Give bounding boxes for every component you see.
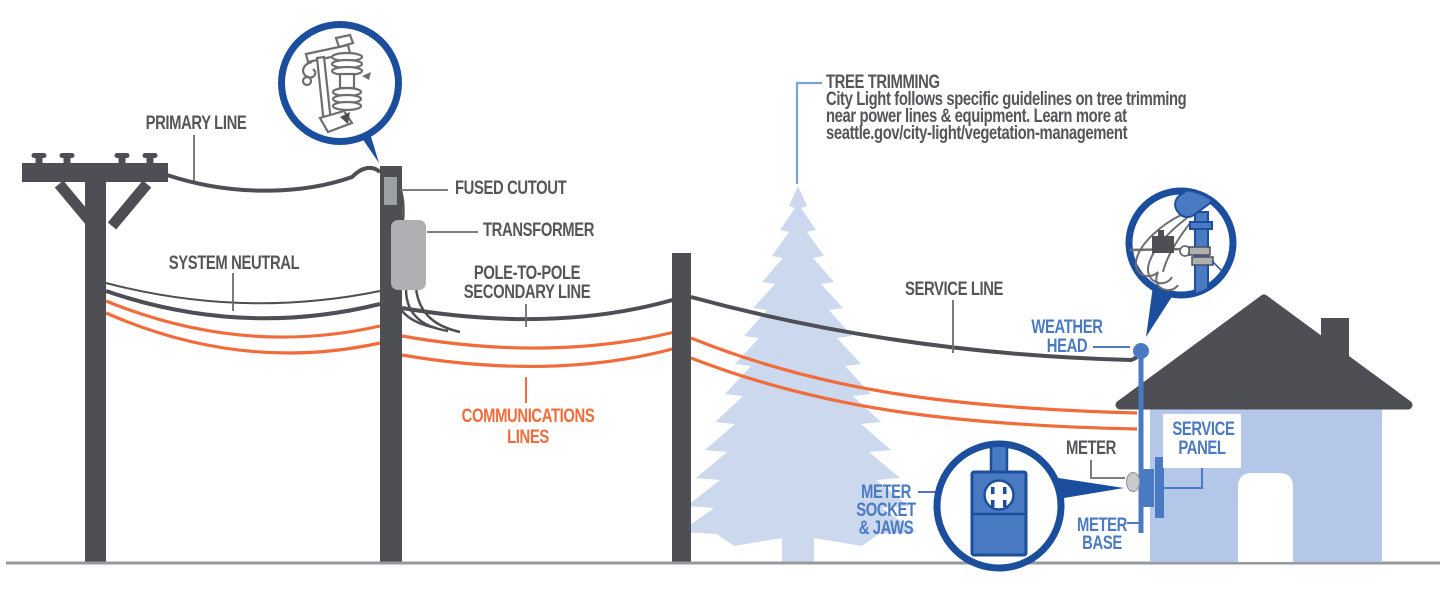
system-neutral-line (105, 282, 381, 305)
communications-lines (105, 299, 1138, 431)
leader-service-panel (1162, 468, 1203, 489)
meter-socket-inset (933, 440, 1124, 572)
meter-socket-jaws-label: METER SOCKET & JAWS (856, 481, 916, 539)
communications-lines-label: COMMUNICATIONS LINES (461, 405, 595, 448)
service-panel-label: SERVICE PANEL (1172, 418, 1235, 459)
fused-cutout-detail-icon (301, 33, 371, 134)
service-panel-label-box: SERVICE PANEL (1163, 414, 1241, 468)
roof-icon (1115, 294, 1413, 410)
secondary-line-span2 (401, 297, 677, 322)
utility-pole-crossarm (22, 153, 168, 563)
meter-base-icon (1140, 469, 1154, 507)
transformer-label: TRANSFORMER (483, 219, 595, 241)
meter-label: METER (1066, 437, 1116, 459)
service-line-label: SERVICE LINE (904, 278, 1004, 300)
insulator-icons (31, 153, 158, 164)
weather-head-inset (1125, 187, 1237, 337)
meter-icon (1125, 471, 1141, 493)
system-neutral-label: SYSTEM NEUTRAL (168, 252, 300, 274)
transformer-icon (391, 220, 426, 290)
service-line (690, 295, 1142, 363)
inset-pointer (1052, 477, 1124, 500)
service-panel-icon (1155, 457, 1164, 518)
meter-base-label: METER BASE (1077, 514, 1127, 554)
fused-cutout-icon (384, 177, 397, 205)
door-icon (1238, 473, 1293, 562)
cutout-to-transformer-wire (378, 169, 405, 222)
weather-head-label: WEATHER HEAD (1031, 316, 1103, 357)
utility-pole-2 (378, 166, 461, 563)
tree-trimming-note: TREE TRIMMING City Light follows specifi… (826, 71, 1187, 144)
tree-trimming-title: TREE TRIMMING (826, 71, 940, 93)
primary-line-label: PRIMARY LINE (145, 112, 247, 134)
utility-pole-3 (672, 253, 691, 563)
leader-lines (193, 81, 1203, 524)
leader-tree-trimming (795, 81, 822, 184)
secondary-line-span1 (105, 289, 381, 321)
weather-head-icon (1133, 343, 1149, 359)
pole-to-pole-secondary-line-label: POLE-TO-POLE SECONDARY LINE (463, 262, 591, 303)
power-lines (105, 165, 1142, 431)
transformer-drop-wires (394, 287, 461, 334)
primary-line (166, 165, 382, 193)
fused-cutout-inset (278, 21, 402, 163)
fused-cutout-label: FUSED CUTOUT (455, 177, 567, 199)
inset-pointer (1146, 286, 1173, 337)
meter-socket-detail-icon (970, 447, 1028, 557)
leader-meter (1090, 460, 1125, 479)
